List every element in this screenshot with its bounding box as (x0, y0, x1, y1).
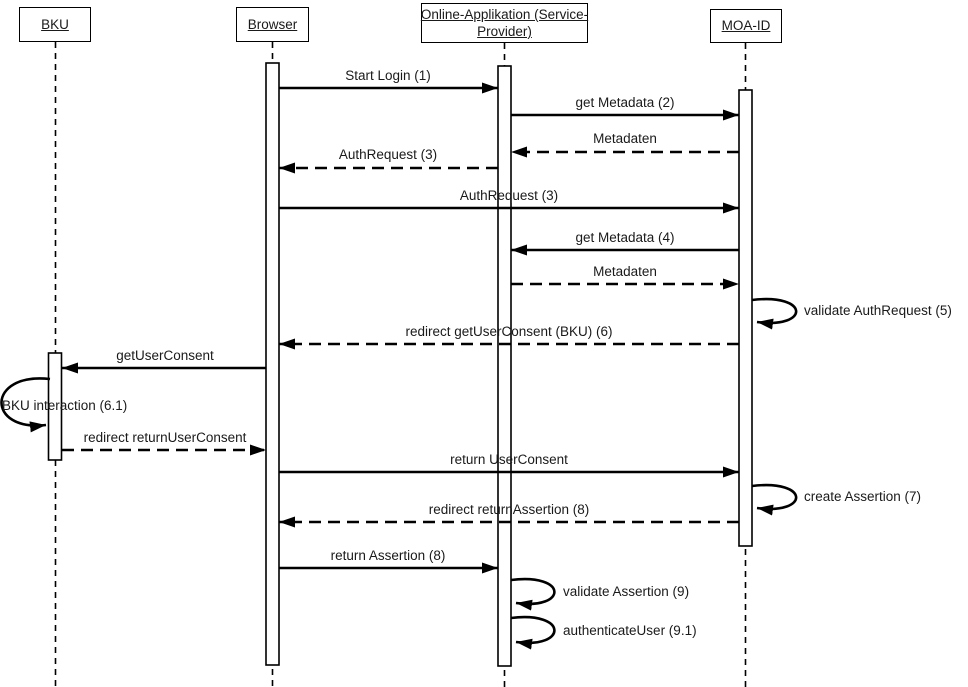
participant-box-moa-id: MOA-ID (710, 9, 782, 43)
activation-bar-online-app (497, 65, 512, 667)
activation-bar-browser (265, 62, 280, 666)
self-loop-create-assertion (751, 483, 798, 516)
message-label-bku-interaction: BKU interaction (6.1) (2, 398, 128, 413)
message-label-create-assertion: create Assertion (7) (804, 489, 922, 504)
message-label-redirect-returnuserconsent: redirect returnUserConsent (83, 430, 247, 445)
activation-bar-moa-id (738, 89, 753, 547)
message-label-start-login: Start Login (1) (345, 68, 431, 83)
participant-box-bku: BKU (19, 7, 91, 42)
message-label-get-metadata-4: get Metadata (4) (575, 230, 675, 245)
self-loop-authenticateuser (510, 615, 556, 650)
message-label-redirect-returnassertion: redirect returnAssertion (8) (428, 502, 590, 517)
self-loop-validate-assertion (510, 577, 556, 611)
message-label-return-assertion: return Assertion (8) (330, 548, 446, 563)
self-loop-validate-authrequest (751, 297, 798, 330)
message-label-authrequest-reply: AuthRequest (3) (338, 147, 438, 162)
participant-label-online-app-line1: Online-Applikation (Service- (420, 6, 589, 22)
self-loop-bku-interaction (0, 377, 51, 433)
participant-label-moa-id: MOA-ID (721, 18, 771, 34)
message-label-redirect-getuserconsent: redirect getUserConsent (BKU) (6) (405, 324, 613, 339)
message-label-authrequest-forward: AuthRequest (3) (459, 188, 559, 203)
message-label-authenticateuser: authenticateUser (9.1) (563, 623, 697, 638)
message-label-get-metadata-2: get Metadata (2) (575, 95, 675, 110)
activation-bar-bku (47, 352, 63, 461)
message-label-metadaten-1: Metadaten (593, 131, 657, 146)
participant-label-online-app-line2: Provider) (477, 24, 532, 39)
message-label-validate-authrequest: validate AuthRequest (5) (804, 303, 952, 318)
message-label-return-userconsent: return UserConsent (450, 452, 568, 467)
participant-label-browser: Browser (247, 16, 298, 32)
message-label-getuserconsent: getUserConsent (116, 348, 214, 363)
participant-box-browser: Browser (236, 7, 309, 42)
message-label-metadaten-2: Metadaten (593, 264, 657, 279)
participant-label-bku: BKU (41, 16, 69, 32)
participant-box-online-app: Online-Applikation (Service- Provider) (421, 3, 588, 43)
message-label-validate-assertion: validate Assertion (9) (563, 584, 690, 599)
